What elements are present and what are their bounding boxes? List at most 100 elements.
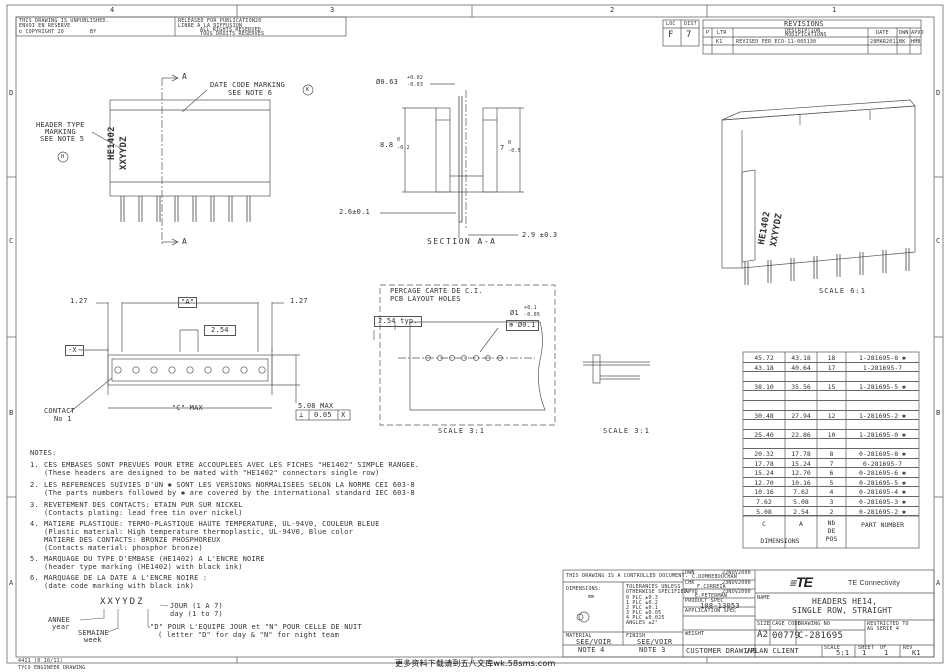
- grid-col-4: 4: [110, 6, 115, 14]
- te-connectivity: TE Connectivity: [848, 580, 901, 587]
- table-cell-c: 43.18: [754, 363, 774, 372]
- table-cell-c: 12.70: [754, 478, 774, 487]
- unpublished-notice: THIS DRAWING IS UNPUBLISHED.: [19, 18, 109, 24]
- controlled-doc-notice: THIS DRAWING IS A CONTROLLED DOCUMENT.: [566, 573, 688, 579]
- grid-row-b: B: [9, 409, 14, 417]
- table-cell-a: 43.18: [791, 354, 811, 362]
- grid-row-a-right: A: [936, 579, 941, 587]
- parts-head-pn: PART NUMBER: [860, 521, 905, 529]
- table-row: [743, 505, 919, 507]
- table-cell-pn: 1-281695-7: [862, 363, 903, 372]
- rev-col-desc: DESCRIPTION: [785, 28, 821, 34]
- pcb-title-en: PCB LAYOUT HOLES: [390, 295, 461, 303]
- table-cell-c: 15.24: [754, 469, 774, 478]
- pitch-254-box: 2.54: [204, 325, 236, 336]
- k-flag: K: [306, 87, 310, 93]
- loc-value: F: [668, 30, 674, 40]
- pin-diameter-tol-plus: +0.02: [407, 75, 424, 81]
- rev-col-apvd: APVD: [911, 30, 924, 36]
- height-7-tol2: -0.5: [508, 148, 521, 154]
- tb-dwg-label: DRAWING NO: [798, 621, 831, 627]
- table-row: [743, 457, 919, 459]
- week-label: week: [84, 636, 102, 644]
- height-88-tol: 0: [397, 137, 401, 143]
- table-cell-pn: 1-281695-0 ✱: [859, 430, 906, 439]
- rev-col-ltr: LTR: [717, 30, 727, 36]
- table-cell-nb: 18: [827, 354, 836, 362]
- table-cell-pn: 0-281695-2 ✱: [859, 507, 906, 516]
- contact-no1: No 1: [54, 415, 72, 423]
- note-4-fr2: MATIERE DES CONTACTS: BRONZE PHOSPHOREUX: [44, 536, 221, 544]
- grid-row-c-right: C: [936, 237, 941, 245]
- table-cell-nb: 5: [829, 478, 834, 487]
- table-cell-pn: 0-281695-5 ✱: [859, 478, 906, 487]
- tb-tol-label: TOLERANCES UNLESS: [626, 584, 681, 590]
- pcb-title-fr: PERCAGE CARTE DE C.I.: [390, 287, 483, 295]
- pitch-right-dim: 1.27: [290, 297, 308, 305]
- table-cell-pn: 0-281695-7: [862, 459, 903, 468]
- tb-tol-3: 3 PLC ±0.05: [626, 610, 662, 616]
- table-cell-pn: 1-281695-2 ✱: [859, 411, 906, 420]
- drawing-title-2: SINGLE ROW, STRAIGHT: [792, 606, 893, 615]
- note-3-fr: REVETEMENT DES CONTACTS: ETAIN PUR SUR N…: [44, 501, 243, 509]
- header-marking-text: HE1402: [107, 126, 117, 160]
- section-marker-top: A: [182, 72, 188, 81]
- loc-label: LOC: [666, 21, 676, 27]
- dim-a-box: "A": [178, 297, 198, 308]
- table-cell-a: 15.24: [791, 459, 811, 468]
- tb-product-spec: 108-13053: [700, 602, 740, 610]
- date-code-callout: DATE CODE MARKING: [210, 81, 286, 89]
- table-cell-nb: 8: [829, 450, 834, 458]
- tb-restricted: RESTRICTED TO: [867, 621, 909, 627]
- tb-appvd-date: 23NOV2000: [722, 589, 751, 595]
- height-7-tol: 0: [508, 140, 512, 146]
- parts-head-pos: POS: [825, 535, 838, 543]
- table-cell-a: 17.78: [791, 450, 811, 458]
- offset-26-dim: 2.6±0.1: [339, 208, 370, 216]
- pin-diameter-dim: Ø0.63: [376, 78, 399, 86]
- note-3-en: (Contacts plating: lead free tin over ni…: [44, 509, 243, 517]
- tb-scale: 5:1: [836, 649, 850, 657]
- parts-head-a: A: [799, 520, 803, 528]
- table-cell-nb: 10: [827, 430, 836, 439]
- gdt-datum: X: [341, 411, 346, 419]
- datum-x: -X-: [65, 345, 85, 356]
- tb-rev: K1: [912, 649, 921, 657]
- footer-watermark: 更多资料下载请到五八文库wk.58sms.com: [395, 659, 556, 668]
- position-icon: ⊕: [509, 321, 514, 329]
- table-cell-nb: 3: [829, 498, 834, 506]
- pitch-left-dim: 1.27: [70, 297, 88, 305]
- parts-head-c: C: [762, 520, 766, 528]
- table-cell-a: 5.08: [793, 498, 809, 506]
- note-4-en2: (Contacts material: phosphor bronze): [44, 544, 203, 552]
- table-row: [743, 448, 919, 449]
- gdt-tolerance: 0.05: [314, 411, 332, 419]
- parts-head-de: DE: [827, 527, 836, 535]
- year-label: year: [52, 623, 70, 631]
- tb-dwn-name: C.DOMBEBOUCHAN: [692, 574, 737, 580]
- table-row: [743, 380, 919, 382]
- table-cell-c: 30.48: [754, 411, 774, 420]
- tb-customer-drawing: CUSTOMER DRAWING: [686, 647, 757, 655]
- dist-value: 7: [686, 30, 692, 40]
- table-row: [743, 371, 919, 373]
- note-6-en: (date code marking with black ink): [44, 582, 195, 590]
- table-cell-a: 7.62: [793, 488, 809, 497]
- note-2-fr: LES REFERENCES SUIVIES D'UN ✱ SONT LES V…: [44, 481, 415, 489]
- note-1-en: (These headers are designed to be mated …: [44, 469, 380, 477]
- released-label-fr: LIBRE A LA DIFFUSION: [178, 23, 243, 29]
- tb-scale-label: SCALE: [824, 645, 841, 651]
- tail-29-dim: 2.9 ±0.3: [522, 231, 558, 239]
- copyright-symbol: ©: [19, 29, 23, 35]
- height-88-dim: 8.8: [380, 141, 394, 149]
- tb-finish-label: FINISH: [626, 633, 646, 639]
- side-scale: SCALE 3:1: [603, 427, 650, 435]
- table-cell-a: 2.54: [793, 507, 809, 516]
- note-4-en: (Plastic material: High temperature ther…: [44, 528, 354, 536]
- tb-dwn-date: 22NOV2000: [722, 570, 751, 576]
- note-2-en: (The parts numbers followed by ✱ are cov…: [44, 489, 415, 497]
- table-cell-c: 17.78: [754, 459, 774, 468]
- table-cell-pn: 1-281695-5 ✱: [859, 382, 906, 391]
- rev-col-p: P: [706, 30, 710, 36]
